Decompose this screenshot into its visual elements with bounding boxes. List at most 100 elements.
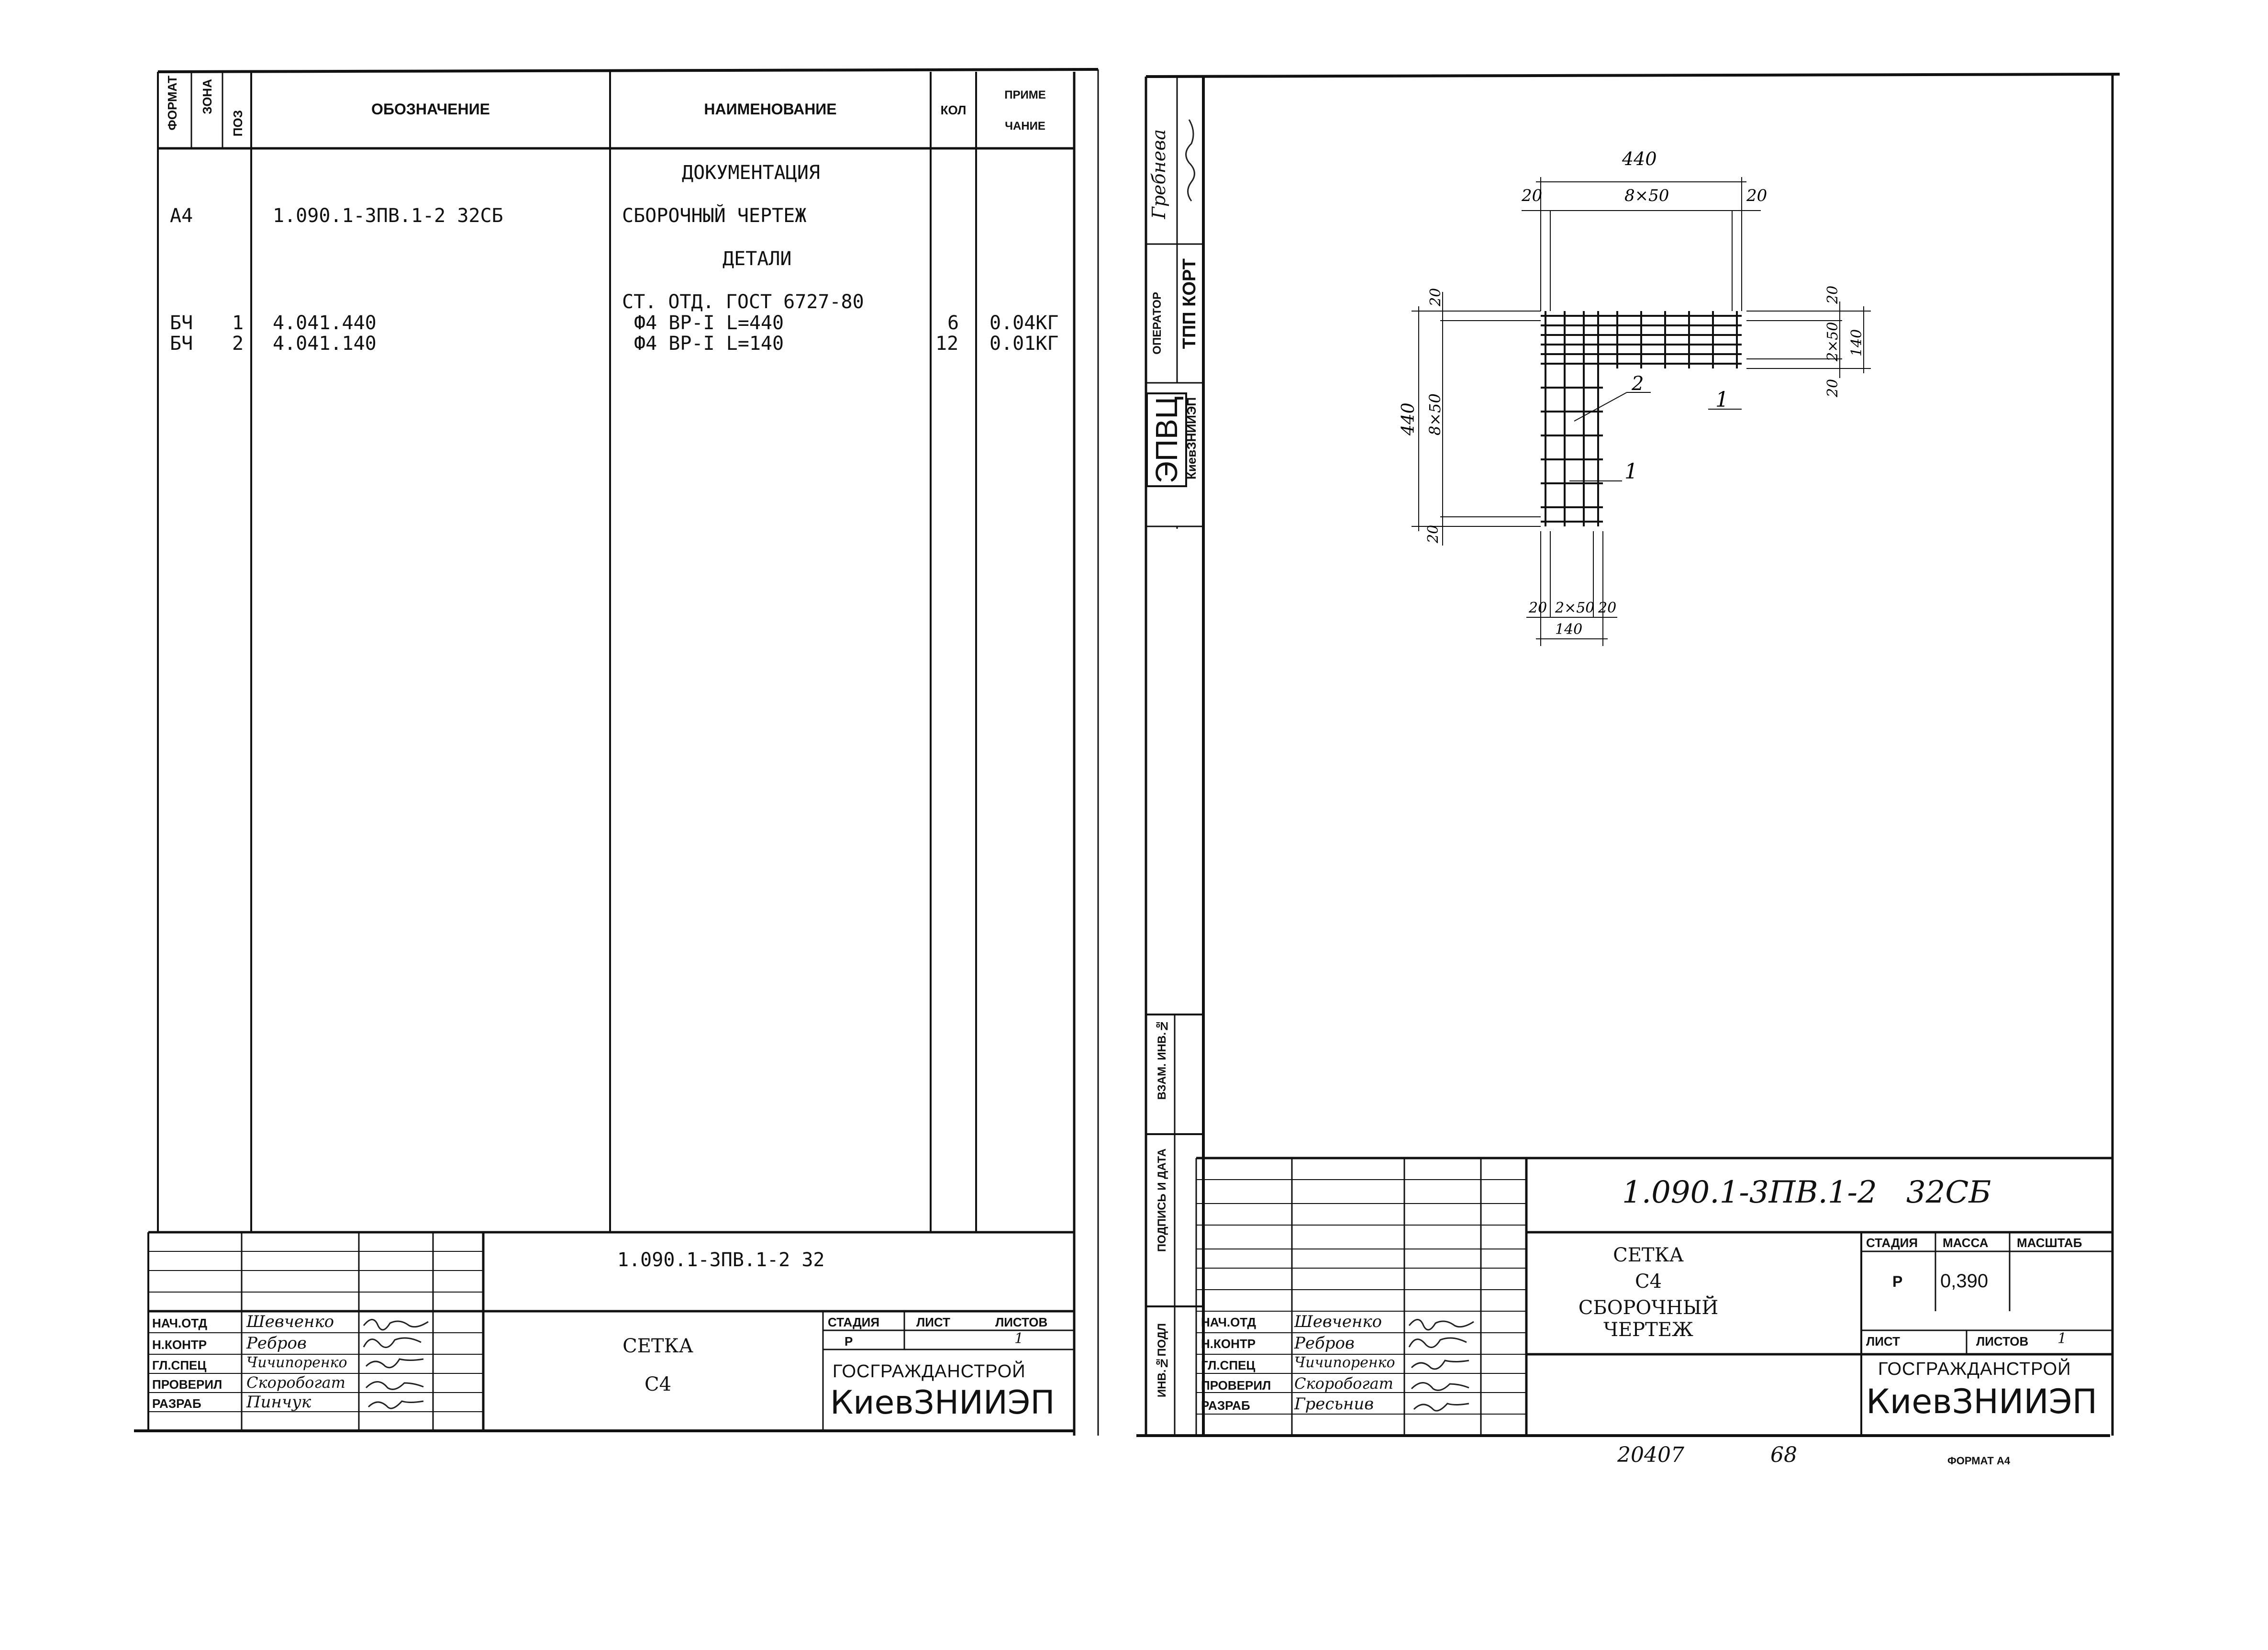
left-role-2: Н.КОНТР: [152, 1338, 207, 1352]
row-format-a4: А4: [170, 205, 193, 227]
left-name-2: Ребров: [246, 1334, 307, 1353]
right-stamp-sheets: 1: [2057, 1330, 2067, 1347]
header-note-1: ПРИМЕ: [1004, 89, 1046, 101]
bottom-num-2: 68: [1770, 1443, 1797, 1467]
bottom-format: ФОРМАТ А4: [1947, 1455, 2011, 1467]
left-stamp-sheets-label: ЛИСТОВ: [995, 1315, 1048, 1329]
row-designation-2: 4.041.140: [273, 333, 377, 355]
right-name-5: Гресьнив: [1294, 1394, 1374, 1414]
right-stamp-title-2: С4: [1634, 1271, 1662, 1293]
strip-signature: [1185, 119, 1195, 201]
right-stamp-org-1: ГОСГРАЖДАНСТРОЙ: [1878, 1359, 2071, 1379]
row-details: ДЕТАЛИ: [723, 248, 792, 270]
row-format-bch-2: БЧ: [170, 333, 193, 355]
row-name-1: Ф4 ВР-I L=440: [634, 312, 784, 334]
dim-bottom-grid: 2×50: [1555, 600, 1594, 616]
right-role-1: НАЧ.ОТД: [1201, 1315, 1256, 1329]
row-documentation: ДОКУМЕНТАЦИЯ: [682, 162, 820, 184]
strip-inv-orig: ИНВ.№ПОДЛ: [1156, 1323, 1168, 1398]
dim-bottom-left: 20: [1528, 600, 1547, 616]
strip-operator: ОПЕРАТОР: [1151, 292, 1164, 355]
right-role-5: РАЗРАБ: [1201, 1398, 1250, 1413]
right-stamp-mass: 0,390: [1940, 1271, 1989, 1292]
mesh-drawing: 440 8×50 20 20 440 8×50 20 20 140 2×50 2…: [1399, 148, 1871, 646]
row-assembly-drawing: СБОРОЧНЫЙ ЧЕРТЕЖ: [622, 205, 807, 227]
strip-inv-replace: ВЗАМ. ИНВ.№: [1156, 1019, 1168, 1100]
leader-pos-2: 2: [1631, 373, 1644, 395]
right-stamp-scale-label: МАСШТАБ: [2017, 1236, 2082, 1250]
dim-bottom-total: 140: [1555, 621, 1582, 638]
header-name: НАИМЕНОВАНИЕ: [704, 100, 837, 118]
dim-top-total: 440: [1622, 148, 1657, 169]
right-name-1: Шевченко: [1294, 1312, 1382, 1331]
right-stamp-code: 1.090.1-3ПВ.1-2 32СБ: [1622, 1175, 1991, 1210]
right-stamp-stage: Р: [1892, 1273, 1903, 1290]
right-name-4: Скоробогат: [1294, 1374, 1393, 1393]
dim-top-right: 20: [1746, 186, 1767, 205]
dim-left-top: 20: [1427, 288, 1444, 307]
row-qty-1: 6: [947, 312, 959, 334]
dim-left-grid: 8×50: [1426, 393, 1444, 435]
right-stamp-mass-label: МАССА: [1943, 1236, 1989, 1250]
left-name-4: Скоробогат: [246, 1373, 345, 1392]
dim-left-total: 440: [1399, 402, 1418, 436]
row-name-2: Ф4 ВР-I L=140: [634, 333, 784, 355]
row-qty-2: 12: [935, 333, 959, 355]
left-stamp-title-2: С4: [644, 1373, 672, 1395]
right-stamp-sheets-label: ЛИСТОВ: [1976, 1334, 2029, 1349]
right-role-4: ПРОВЕРИЛ: [1201, 1378, 1271, 1393]
row-designation-sb: 1.090.1-3ПВ.1-2 32СБ: [273, 205, 503, 227]
strip-epvc: ЭПВЦ: [1146, 392, 1187, 488]
left-name-3: Чичипоренко: [246, 1354, 347, 1371]
dim-top-left: 20: [1521, 186, 1542, 205]
leader-pos-1a: 1: [1624, 459, 1638, 484]
right-stamp-org-2: КиевЗНИИЭП: [1866, 1382, 2098, 1421]
left-signatures: [363, 1319, 429, 1409]
row-note-1: 0.04КГ: [989, 312, 1059, 334]
right-stamp-stage-label: СТАДИЯ: [1866, 1236, 1918, 1250]
right-signatures: [1408, 1319, 1474, 1412]
dim-right-total: 140: [1848, 329, 1865, 357]
left-stamp-sheet-label: ЛИСТ: [916, 1315, 950, 1329]
leader-pos-1b: 1: [1715, 388, 1729, 412]
left-name-1: Шевченко: [246, 1312, 334, 1331]
left-role-4: ПРОВЕРИЛ: [152, 1377, 222, 1392]
dim-bottom-right: 20: [1598, 600, 1616, 616]
left-role-1: НАЧ.ОТД: [152, 1316, 208, 1330]
row-format-bch-1: БЧ: [170, 312, 193, 334]
left-stamp-org-1: ГОСГРАЖДАНСТРОЙ: [833, 1361, 1026, 1382]
dim-left-bottom: 20: [1425, 525, 1442, 544]
right-stamp-title-3: СБОРОЧНЫЙ ЧЕРТЕЖ: [1578, 1297, 1719, 1341]
row-note-2: 0.01КГ: [989, 333, 1059, 355]
strip-name: Гребнева: [1148, 129, 1169, 219]
left-stamp-code: 1.090.1-3ПВ.1-2 32: [617, 1249, 825, 1271]
left-stamp-sheets: 1: [1014, 1330, 1024, 1347]
row-gost: СТ. ОТД. ГОСТ 6727-80: [622, 291, 864, 313]
left-name-5: Пинчук: [246, 1393, 311, 1412]
header-qty: КОЛ: [940, 103, 967, 117]
row-designation-1: 4.041.440: [273, 312, 377, 334]
dimension-lines: [1412, 177, 1871, 646]
row-pos-2: 2: [232, 333, 244, 355]
left-stamp-stage: Р: [845, 1334, 853, 1349]
bottom-num-1: 20407: [1617, 1443, 1684, 1467]
strip-org: КиевЗНИИЭП: [1184, 397, 1199, 479]
left-stamp-title-1: СЕТКА: [623, 1335, 693, 1357]
left-stamp-stage-label: СТАДИЯ: [828, 1315, 880, 1329]
right-stamp-sheet-label: ЛИСТ: [1866, 1334, 1900, 1349]
dim-right-grid: 2×50: [1824, 322, 1841, 362]
dim-right-top: 20: [1824, 286, 1841, 304]
mesh-grid: [1541, 311, 1742, 526]
dim-top-grid: 8×50: [1624, 186, 1669, 205]
right-role-2: Н.КОНТР: [1201, 1337, 1256, 1351]
right-stamp-title-1: СЕТКА: [1613, 1244, 1684, 1266]
dim-right-bottom: 20: [1824, 379, 1841, 398]
strip-sign-date: ПОДПИСЬ И ДАТА: [1156, 1148, 1168, 1252]
right-role-3: ГЛ.СПЕЦ: [1201, 1358, 1256, 1372]
header-designation: ОБОЗНАЧЕНИЕ: [371, 100, 490, 118]
left-role-3: ГЛ.СПЕЦ: [152, 1358, 207, 1372]
strip-tpp: ТПП КОРТ: [1179, 258, 1200, 349]
header-note-2: ЧАНИЕ: [1005, 120, 1045, 133]
